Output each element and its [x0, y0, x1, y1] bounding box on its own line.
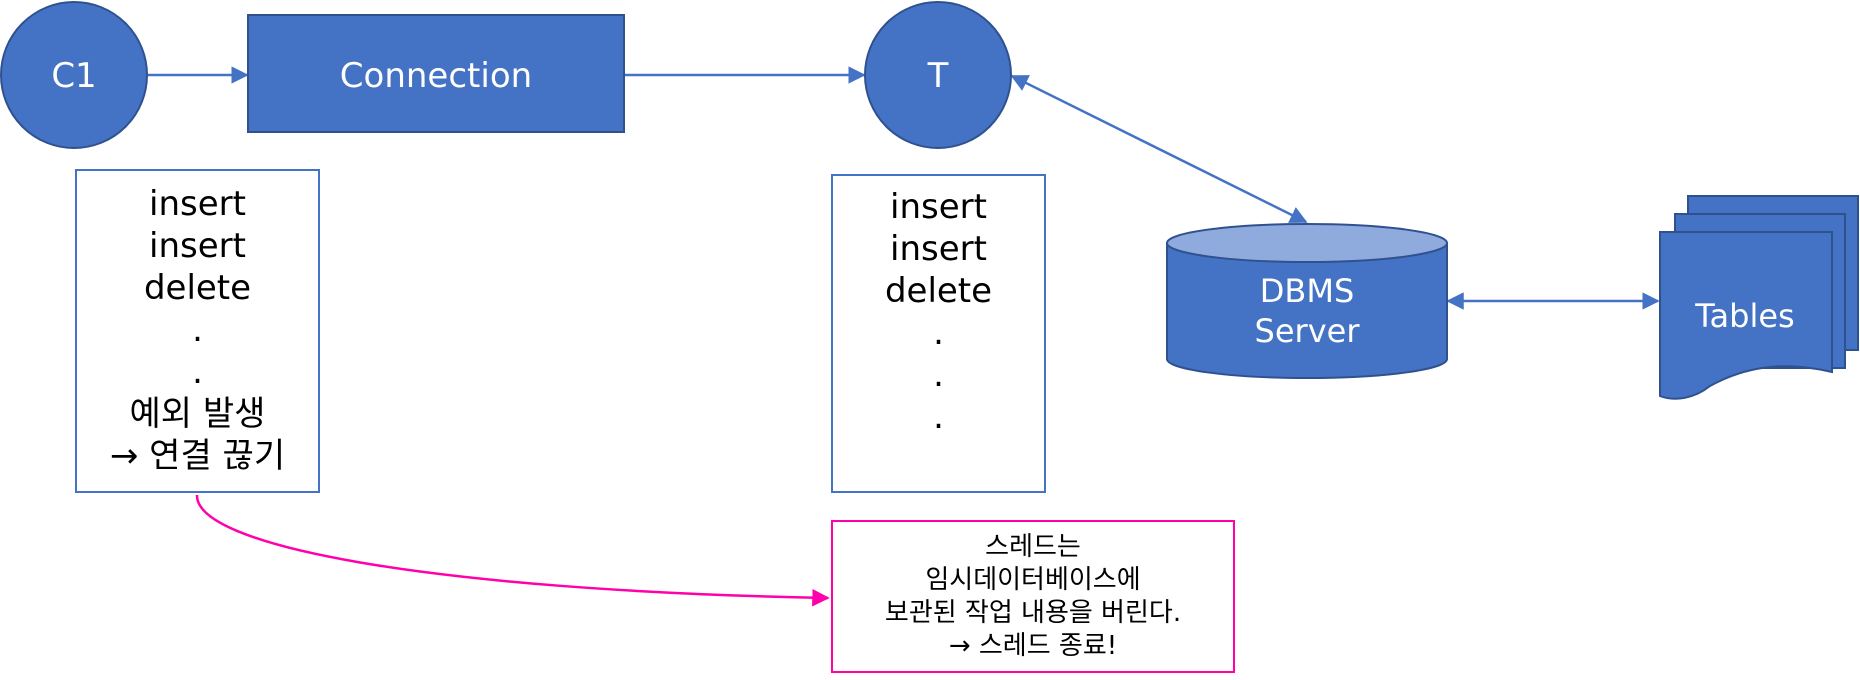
thread-op-ellipsis-3: . — [933, 397, 944, 437]
client-operations-box: insert insert delete . . 예외 발생 → 연결 끊기 — [75, 169, 320, 493]
client-disconnect-text: → 연결 끊기 — [109, 436, 286, 476]
c1-node: C1 — [0, 1, 148, 149]
thread-operations-box: insert insert delete . . . — [831, 174, 1046, 493]
t-node: T — [864, 1, 1012, 149]
client-op-ellipsis-1: . — [192, 310, 203, 350]
thread-op-1: insert — [890, 187, 987, 227]
client-exception-text: 예외 발생 — [129, 394, 266, 434]
c1-label: C1 — [51, 56, 96, 96]
tables-node: Tables — [1659, 195, 1859, 400]
dbms-label-line1: DBMS — [1260, 272, 1355, 310]
client-op-1: insert — [149, 184, 246, 224]
thread-op-2: insert — [890, 229, 987, 269]
tables-label: Tables — [1694, 297, 1794, 335]
note-line-1: 스레드는 — [985, 531, 1081, 562]
client-op-3: delete — [143, 268, 252, 308]
thread-op-3: delete — [884, 271, 993, 311]
disconnect-to-note-arrow — [195, 494, 830, 607]
t-label: T — [927, 56, 949, 96]
thread-op-ellipsis-2: . — [933, 355, 944, 395]
client-op-ellipsis-2: . — [192, 352, 203, 392]
client-op-2: insert — [149, 226, 246, 266]
t-dbms-bidirectional-arrow — [1010, 74, 1308, 224]
note-line-4: → 스레드 종료! — [948, 630, 1118, 661]
thread-op-ellipsis-1: . — [933, 313, 944, 353]
dbms-server-node: DBMS Server — [1166, 223, 1448, 379]
thread-termination-note: 스레드는 임시데이터베이스에 보관된 작업 내용을 버린다. → 스레드 종료! — [831, 520, 1235, 673]
connection-label: Connection — [340, 56, 532, 96]
note-line-3: 보관된 작업 내용을 버린다. — [884, 597, 1182, 628]
note-line-2: 임시데이터베이스에 — [925, 564, 1141, 595]
dbms-label-line2: Server — [1255, 312, 1361, 350]
connection-node: Connection — [247, 14, 625, 133]
